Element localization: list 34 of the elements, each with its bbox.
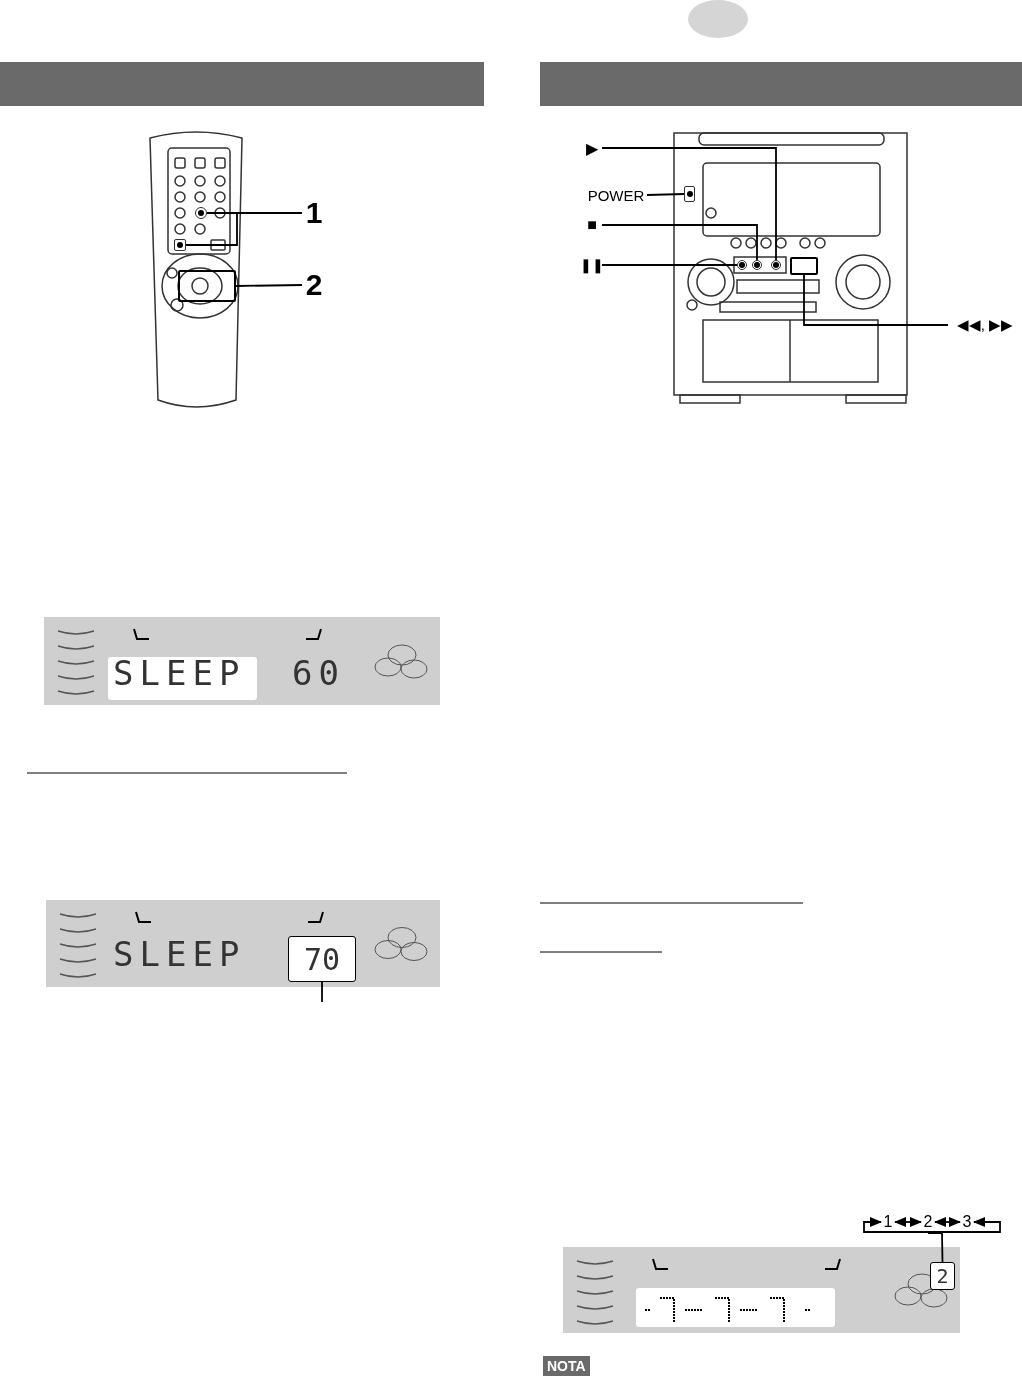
- button-label: POWER: [585, 184, 647, 206]
- mode-number: 3: [960, 1211, 974, 1233]
- callout-number: 1: [302, 196, 326, 230]
- stop-symbol: ■: [582, 216, 602, 234]
- power-button: [684, 186, 695, 202]
- stereo-button: [752, 260, 762, 270]
- display-highlight: 2: [930, 1262, 955, 1290]
- pause-symbol: ❚❚: [582, 256, 602, 274]
- leader-line: [646, 193, 685, 196]
- play-symbol: ▶: [582, 139, 602, 157]
- arrow: [863, 1216, 1001, 1233]
- leader-line: [601, 264, 738, 266]
- leader-line: [927, 1232, 944, 1263]
- arrow: [933, 1216, 962, 1228]
- leader-line: [803, 274, 949, 326]
- stereo-button: [771, 260, 781, 270]
- display-text: SLEEP: [113, 653, 246, 693]
- display-text: SLEEP: [113, 934, 246, 974]
- note-heading: NOTA: [543, 1356, 590, 1376]
- display-highlight: 70: [288, 936, 356, 982]
- leader-line: [321, 981, 323, 1003]
- arrow: [893, 1216, 923, 1228]
- leader-line: [601, 224, 758, 261]
- button-frame: [790, 257, 818, 275]
- mode-number: 1: [881, 1211, 895, 1233]
- skip-symbols: ◀◀, ▶▶: [948, 314, 1022, 336]
- mode-number: 2: [921, 1211, 935, 1233]
- display-text: 60: [292, 653, 345, 693]
- leader-line: [601, 147, 777, 261]
- remote-button: [174, 239, 186, 251]
- button-frame: [178, 270, 236, 302]
- callout-number: 2: [302, 268, 326, 302]
- leader-line: [235, 284, 303, 287]
- stereo-button: [737, 260, 747, 270]
